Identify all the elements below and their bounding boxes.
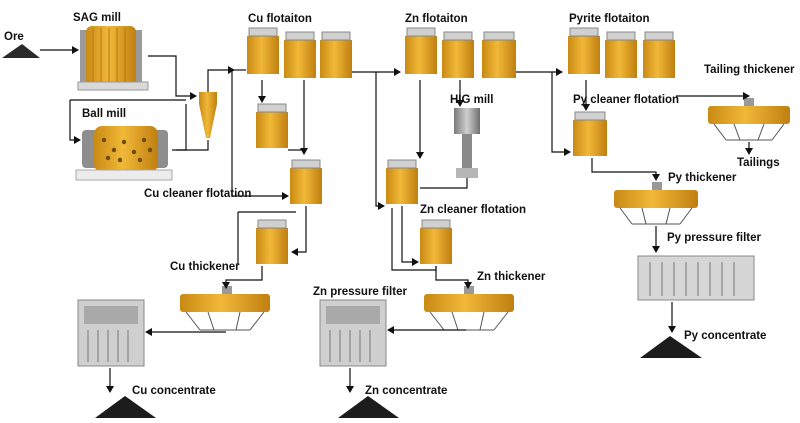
zn-cleaner-cell-1-icon	[386, 159, 418, 204]
ore-pile-icon	[2, 44, 40, 58]
py-cleaner-flotation-label: Py cleaner flotation	[573, 94, 680, 106]
pyrite-flotation-label: Pyrite flotaiton	[569, 13, 650, 25]
zn-concentrate-pile-icon	[338, 396, 399, 418]
cu-cleaner-cell-1-icon	[256, 103, 288, 148]
cu-cleaner-cell-2-icon	[290, 159, 322, 204]
py-pressure-filter-icon	[637, 255, 755, 301]
zn-thickener-label: Zn thickener	[477, 271, 546, 283]
sag-mill-label: SAG mill	[73, 12, 121, 24]
flow-lines	[40, 46, 753, 393]
zn-pressure-filter-icon	[319, 299, 387, 367]
tailings-label: Tailings	[737, 157, 780, 169]
tailing-thickener-label: Tailing thickener	[704, 64, 795, 76]
tailing-thickener-icon	[708, 98, 790, 141]
cu-pressure-filter-icon	[77, 299, 145, 367]
py-concentrate-pile-icon	[640, 336, 702, 358]
zn-thickener-icon	[424, 286, 514, 331]
py-thickener-icon	[614, 182, 698, 225]
cu-cleaner-cell-3-icon	[256, 219, 288, 264]
hig-mill-icon	[454, 108, 480, 178]
cu-concentrate-label: Cu concentrate	[132, 385, 216, 397]
cyclone-icon	[199, 92, 217, 138]
ball-mill-label: Ball mill	[82, 108, 127, 120]
ore-label: Ore	[4, 31, 24, 43]
py-pressure-filter-label: Py pressure filter	[667, 232, 761, 244]
zn-cleaner-flotation-label: Zn cleaner flotation	[420, 204, 527, 216]
cu-concentrate-pile-icon	[95, 396, 156, 418]
py-concentrate-label: Py concentrate	[684, 330, 767, 342]
cu-thickener-label: Cu thickener	[170, 261, 240, 273]
zn-flotation-cells-icon	[405, 27, 516, 78]
zn-cleaner-cell-2-icon	[420, 219, 452, 264]
cu-cleaner-flotation-label: Cu cleaner flotation	[144, 188, 252, 200]
hig-mill-label: HIG mill	[450, 94, 494, 106]
zn-flotation-label: Zn flotaiton	[405, 13, 468, 25]
py-cleaner-cell-icon	[573, 111, 607, 156]
py-thickener-label: Py thickener	[668, 172, 737, 184]
zn-concentrate-label: Zn concentrate	[365, 385, 448, 397]
cu-thickener-icon	[180, 286, 270, 331]
sag-mill-icon	[77, 26, 149, 91]
pyrite-flotation-cells-icon	[568, 27, 675, 78]
cu-flotation-label: Cu flotaiton	[248, 13, 312, 25]
cu-flotation-cells-icon	[247, 27, 352, 78]
ball-mill-icon	[75, 126, 173, 181]
zn-pressure-filter-label: Zn pressure filter	[313, 286, 407, 298]
